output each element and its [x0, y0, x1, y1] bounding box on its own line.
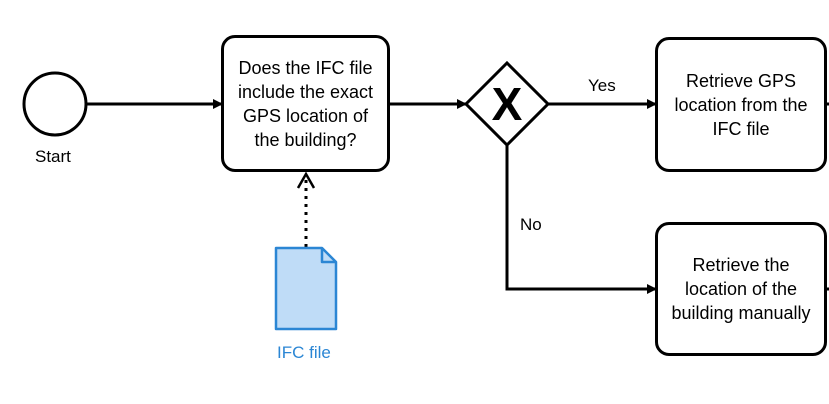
ifc-file-label: IFC file — [277, 343, 331, 362]
task-retrieve-manual: Retrieve the location of the building ma… — [655, 222, 827, 356]
flow-no — [505, 145, 657, 294]
task-retrieve-gps: Retrieve GPS location from the IFC file — [655, 37, 827, 172]
gateway-x-symbol: X — [492, 78, 523, 130]
task-check-gps: Does the IFC file include the exact GPS … — [221, 35, 390, 172]
start-event-circle — [22, 71, 88, 137]
data-association-arrowhead — [296, 171, 316, 189]
ifc-file-icon — [274, 246, 338, 331]
ifc-file-fold — [320, 248, 336, 264]
yes-flow-label: Yes — [588, 76, 616, 95]
no-flow-label: No — [520, 215, 542, 234]
start-event-label: Start — [35, 147, 71, 166]
